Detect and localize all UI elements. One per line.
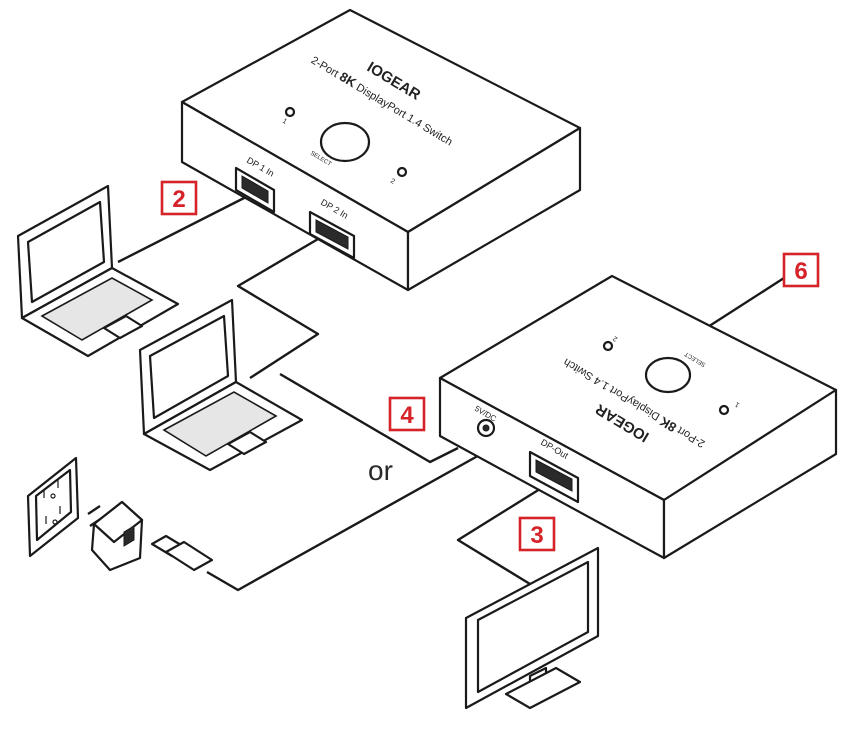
- svg-text:2: 2: [172, 186, 185, 213]
- callout-3: 3: [518, 516, 556, 552]
- switch-top-led-2-label: 2: [389, 178, 396, 186]
- switch-bottom-led-2: [602, 340, 614, 352]
- switch-top-dp2-port: [308, 210, 356, 260]
- cable-dp1-to-laptop1: [117, 194, 249, 264]
- laptop-2-keyboard: [162, 391, 278, 457]
- svg-text:6: 6: [794, 258, 807, 285]
- svg-text:3: 3: [530, 522, 543, 549]
- callout-2: 2: [160, 180, 198, 216]
- power-adapter: [87, 500, 144, 572]
- switch-bottom-side-face: [662, 388, 838, 560]
- switch-top-led-2: [396, 166, 408, 178]
- laptop-1-keyboard: [40, 277, 154, 341]
- switch-top-select-button[interactable]: [319, 121, 371, 163]
- callout-4: 4: [388, 396, 426, 432]
- svg-text:4: 4: [400, 402, 414, 429]
- switch-bottom-dpout-port: [528, 450, 580, 504]
- switch-bottom-led-1: [718, 404, 730, 416]
- switch-top-led-1-label: 1: [281, 118, 288, 126]
- switch-bottom-led-2-label: 2: [612, 334, 619, 342]
- switch-bottom-led-1-label: 1: [734, 400, 741, 408]
- outlet-socket-top: [43, 480, 59, 499]
- laptop-1-trackpad: [102, 314, 144, 340]
- cable-dpout-to-monitor: [456, 482, 549, 586]
- usb-plug: [150, 534, 214, 572]
- callout-6: 6: [782, 252, 820, 288]
- wall-outlet: [26, 456, 80, 558]
- laptop-1: [16, 184, 180, 358]
- monitor-base: [504, 666, 582, 710]
- cable-dp2-to-laptop2: [236, 230, 331, 380]
- switch-top-side-face: [406, 126, 582, 292]
- switch-top-led-1: [284, 106, 296, 118]
- switch-bottom: IOGEAR 2-Port 8K DisplayPort 1.4 Switch …: [438, 274, 838, 560]
- laptop-2-trackpad: [226, 430, 268, 456]
- outlet-socket-bottom: [45, 506, 61, 525]
- laptop-2: [138, 298, 304, 472]
- switch-bottom-select-button[interactable]: [644, 356, 692, 394]
- cable-power-to-usb: [206, 372, 493, 592]
- switch-top: IOGEAR 2-Port 8K DisplayPort 1.4 Switch …: [180, 8, 582, 292]
- switch-top-dp1-port: [234, 166, 276, 214]
- or-label: or: [368, 455, 393, 486]
- monitor: [464, 546, 600, 710]
